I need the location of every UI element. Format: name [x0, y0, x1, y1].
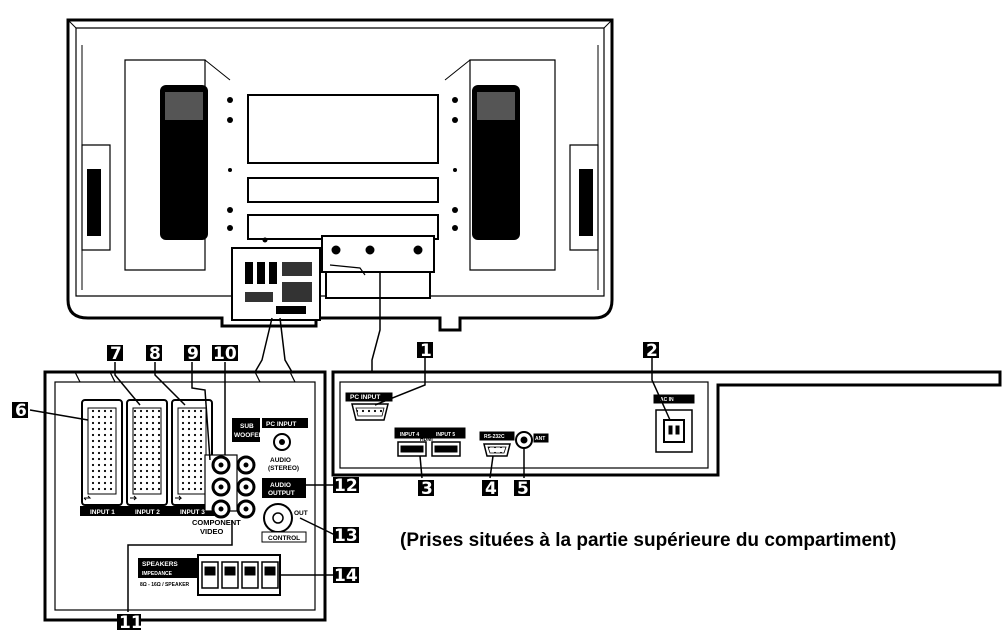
audio-output-jacks — [236, 455, 256, 519]
pc-input-top-label: PC INPUT — [350, 394, 380, 401]
speakers-label: SPEAKERS — [142, 561, 178, 568]
callout-badge-5: 5 — [514, 479, 530, 499]
hdmi-ports — [394, 427, 466, 457]
svg-text:8: 8 — [149, 344, 161, 364]
ant-label: ANT — [535, 436, 545, 442]
ac-in-label: AC IN — [660, 397, 674, 403]
input-label-bars — [80, 506, 215, 516]
pc-dsub-port — [345, 392, 393, 421]
control-label: CONTROL — [268, 535, 300, 542]
caption-text: (Prises situées à la partie supérieure d… — [400, 530, 897, 551]
input-arrow-icons — [83, 495, 183, 501]
impedance-label-2: 8Ω - 16Ω / SPEAKER — [140, 582, 190, 588]
component-label-2: VIDEO — [200, 527, 224, 536]
hdmi-label: HDMI — [420, 437, 433, 443]
tv-center-panels — [247, 94, 439, 240]
callout-leader-lines — [29, 357, 671, 612]
svg-text:1: 1 — [420, 341, 432, 361]
speaker-terminals — [138, 554, 281, 596]
svg-text:11: 11 — [119, 613, 143, 633]
out-label: OUT — [294, 510, 308, 517]
svg-text:13: 13 — [334, 526, 358, 546]
subwoofer-label: SUB — [240, 423, 254, 430]
scart-input-1 — [81, 399, 123, 506]
pc-input-label: PC INPUT — [266, 421, 296, 428]
control-out-jack — [261, 503, 307, 543]
callout-badge-7: 7 — [107, 344, 123, 364]
callout-badge-12: 12 — [333, 476, 359, 496]
rs232c-label: RS-232C — [484, 434, 505, 440]
callout-badge-14: 14 — [333, 566, 359, 586]
callout-badge-3: 3 — [418, 479, 434, 499]
input1-label: INPUT 1 — [90, 509, 115, 516]
audio-output-label-box — [262, 478, 306, 498]
input5-label: INPUT 5 — [436, 432, 455, 438]
component-label: COMPONENT — [192, 518, 241, 527]
callout-badge-8: 8 — [146, 344, 162, 364]
callout-badge-10: 10 — [212, 344, 238, 364]
callout-badge-13: 13 — [333, 526, 359, 546]
ac-in-port — [653, 394, 695, 453]
input4-label: INPUT 4 — [400, 432, 419, 438]
tv-handles — [160, 85, 520, 240]
svg-text:6: 6 — [15, 401, 27, 421]
svg-text:7: 7 — [110, 344, 122, 364]
callout-badge-4: 4 — [482, 479, 498, 499]
subwoofer-label-box — [232, 418, 260, 442]
audio-output-label-2: OUTPUT — [268, 490, 295, 497]
tv-terminal-box-connectors — [245, 262, 312, 314]
callout-badge-9: 9 — [184, 344, 200, 364]
audio-stereo-label: AUDIO — [270, 457, 291, 464]
subwoofer-label-2: WOOFER — [234, 432, 264, 439]
scart-input-2 — [126, 399, 168, 506]
svg-text:14: 14 — [334, 566, 358, 586]
svg-text:4: 4 — [485, 479, 497, 499]
svg-text:12: 12 — [334, 476, 358, 496]
input3-label: INPUT 3 — [180, 509, 205, 516]
callout-badge-1: 1 — [417, 341, 433, 361]
antenna-port — [515, 431, 549, 449]
svg-text:5: 5 — [517, 479, 529, 499]
audio-stereo-label-2: (STEREO) — [268, 465, 299, 472]
component-video-jacks — [204, 454, 238, 519]
callout-badge-2: 2 — [643, 341, 659, 361]
svg-text:10: 10 — [213, 344, 237, 364]
callout-badge-6: 6 — [12, 401, 28, 421]
input2-label: INPUT 2 — [135, 509, 160, 516]
audio-output-label: AUDIO — [270, 482, 291, 489]
scart-input-3 — [171, 399, 213, 506]
callout-badge-11: 11 — [117, 613, 143, 633]
svg-text:9: 9 — [187, 344, 199, 364]
rs232c-port — [479, 431, 515, 457]
pc-input-audio — [262, 418, 308, 451]
svg-text:2: 2 — [646, 341, 658, 361]
leader-lines-tv — [254, 272, 381, 373]
svg-text:3: 3 — [421, 479, 433, 499]
impedance-label: IMPEDANCE — [142, 571, 173, 577]
